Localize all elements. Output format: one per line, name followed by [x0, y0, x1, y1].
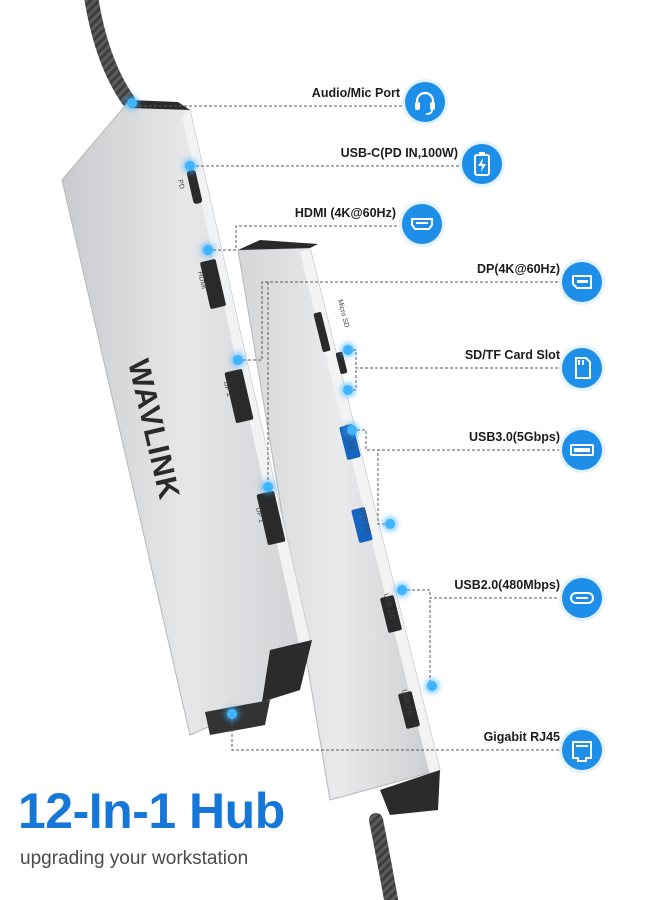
port-text-hdmi: HDMI: [196, 271, 207, 290]
label-audio-mic: Audio/Mic Port: [311, 86, 400, 100]
sd-card-icon: [562, 348, 602, 388]
port-text-dp2: DP 2: [222, 381, 232, 398]
port-text-pd: PD: [176, 179, 185, 190]
label-usb-c-pd: USB-C(PD IN,100W): [340, 146, 458, 160]
label-dp: DP(4K@60Hz): [476, 262, 560, 276]
label-rj45: Gigabit RJ45: [483, 730, 560, 744]
cable-top: [84, 0, 135, 107]
port-dot-dp1: [263, 482, 273, 492]
headset-icon: [405, 82, 445, 122]
port-dot-sd-a: [343, 345, 353, 355]
port-dot-usb2-b: [427, 681, 437, 691]
ethernet-port-icon: [562, 730, 602, 770]
label-usb3: USB3.0(5Gbps): [469, 430, 560, 444]
port-text-dp1: DP 1: [254, 507, 264, 524]
port-dot-hdmi: [203, 245, 213, 255]
port-dot-pd: [185, 161, 195, 171]
port-dot-usb3-a: [347, 425, 357, 435]
label-sd-tf: SD/TF Card Slot: [464, 348, 560, 362]
label-usb2: USB2.0(480Mbps): [454, 578, 560, 592]
label-hdmi: HDMI (4K@60Hz): [294, 206, 396, 220]
port-dot-dp2: [233, 355, 243, 365]
cable-bottom: [369, 813, 399, 900]
port-dot-rj45: [227, 709, 237, 719]
tagline: upgrading your workstation: [20, 848, 249, 869]
port-dot-usb2-a: [397, 585, 407, 595]
port-text-micro-sd: Micro SD: [336, 299, 350, 329]
usb-port-icon: [562, 430, 602, 470]
displayport-icon: [562, 262, 602, 302]
port-dot-audio: [127, 98, 137, 108]
port-dot-sd-b: [343, 385, 353, 395]
headline: 12-In-1 Hub: [18, 783, 285, 839]
hdmi-port-icon: [402, 204, 442, 244]
hub-main: PD HDMI DP 2 DP 1 WAVLINK: [61, 99, 312, 736]
port-dot-usb3-b: [385, 519, 395, 529]
battery-charging-icon: [462, 144, 502, 184]
usb-c-port-icon: [562, 578, 602, 618]
